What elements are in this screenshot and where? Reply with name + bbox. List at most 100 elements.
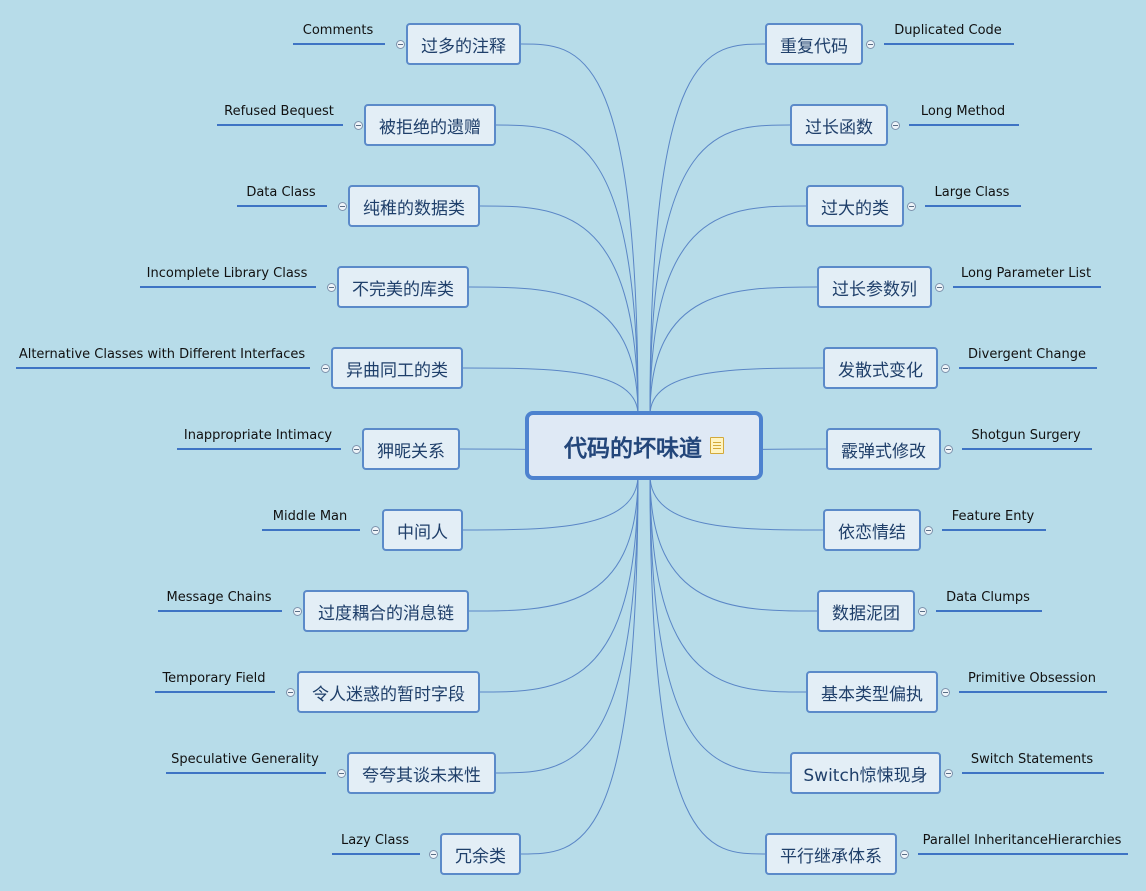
right-subtopic-3[interactable]: Long Parameter List (953, 266, 1099, 282)
left-subtopic-3[interactable]: Incomplete Library Class (140, 266, 314, 282)
subtopic-underline (177, 448, 341, 450)
subtopic-underline (158, 610, 282, 612)
right-subtopic-9[interactable]: Switch Statements (962, 752, 1102, 768)
right-topic-0[interactable]: 重复代码 (765, 23, 863, 65)
left-subtopic-9[interactable]: Speculative Generality (166, 752, 324, 768)
right-topic-1[interactable]: 过长函数 (790, 104, 888, 146)
right-subtopic-0[interactable]: Duplicated Code (884, 23, 1012, 39)
right-topic-7-connector (649, 474, 818, 612)
left-subtopic-8[interactable]: Temporary Field (155, 671, 273, 687)
subtopic-underline (909, 124, 1019, 126)
left-topic-7[interactable]: 过度耦合的消息链 (303, 590, 469, 632)
collapse-toggle-icon[interactable] (891, 121, 900, 130)
left-topic-9[interactable]: 夸夸其谈未来性 (347, 752, 496, 794)
collapse-toggle-icon[interactable] (286, 688, 295, 697)
topic-label: 发散式变化 (838, 360, 923, 381)
collapse-toggle-icon[interactable] (396, 40, 405, 49)
collapse-toggle-icon[interactable] (352, 445, 361, 454)
collapse-toggle-icon[interactable] (293, 607, 302, 616)
right-subtopic-2[interactable]: Large Class (925, 185, 1019, 201)
right-topic-2[interactable]: 过大的类 (806, 185, 904, 227)
collapse-toggle-icon[interactable] (944, 769, 953, 778)
subtopic-underline (332, 853, 420, 855)
left-topic-10[interactable]: 冗余类 (440, 833, 521, 875)
left-topic-0[interactable]: 过多的注释 (406, 23, 521, 65)
collapse-toggle-icon[interactable] (354, 121, 363, 130)
right-subtopic-7[interactable]: Data Clumps (936, 590, 1040, 606)
subtopic-underline (262, 529, 360, 531)
subtopic-underline (959, 691, 1107, 693)
collapse-toggle-icon[interactable] (941, 688, 950, 697)
note-icon[interactable] (710, 437, 724, 454)
left-subtopic-7[interactable]: Message Chains (158, 590, 280, 606)
subtopic-label: Data Class (246, 185, 316, 200)
right-topic-8-connector (649, 474, 807, 693)
right-topic-7[interactable]: 数据泥团 (817, 590, 915, 632)
subtopic-underline (953, 286, 1101, 288)
topic-label: 狎昵关系 (377, 441, 445, 462)
right-subtopic-6[interactable]: Feature Enty (942, 509, 1044, 525)
collapse-toggle-icon[interactable] (327, 283, 336, 292)
collapse-toggle-icon[interactable] (900, 850, 909, 859)
right-subtopic-4[interactable]: Divergent Change (959, 347, 1095, 363)
collapse-toggle-icon[interactable] (371, 526, 380, 535)
left-subtopic-6[interactable]: Middle Man (262, 509, 358, 525)
right-topic-6-connector (649, 474, 824, 531)
right-topic-6[interactable]: 依恋情结 (823, 509, 921, 551)
right-subtopic-1[interactable]: Long Method (909, 104, 1017, 120)
subtopic-label: Temporary Field (162, 671, 266, 686)
left-subtopic-5[interactable]: Inappropriate Intimacy (177, 428, 339, 444)
left-subtopic-2[interactable]: Data Class (237, 185, 325, 201)
subtopic-label: Refused Bequest (224, 104, 334, 119)
topic-label: 霰弹式修改 (841, 441, 926, 462)
collapse-toggle-icon[interactable] (935, 283, 944, 292)
subtopic-underline (140, 286, 316, 288)
subtopic-label: Comments (302, 23, 374, 38)
left-subtopic-0[interactable]: Comments (293, 23, 383, 39)
right-topic-8[interactable]: 基本类型偏执 (806, 671, 938, 713)
topic-label: 过大的类 (821, 198, 889, 219)
subtopic-label: Duplicated Code (894, 23, 1002, 38)
left-subtopic-1[interactable]: Refused Bequest (217, 104, 341, 120)
collapse-toggle-icon[interactable] (429, 850, 438, 859)
right-topic-4[interactable]: 发散式变化 (823, 347, 938, 389)
left-topic-3[interactable]: 不完美的库类 (337, 266, 469, 308)
central-topic[interactable]: 代码的坏味道 (525, 411, 763, 480)
topic-label: 平行继承体系 (780, 846, 882, 867)
left-topic-4[interactable]: 异曲同工的类 (331, 347, 463, 389)
left-topic-6-connector (462, 474, 639, 531)
collapse-toggle-icon[interactable] (321, 364, 330, 373)
subtopic-underline (925, 205, 1021, 207)
right-topic-5[interactable]: 霰弹式修改 (826, 428, 941, 470)
right-topic-10[interactable]: 平行继承体系 (765, 833, 897, 875)
collapse-toggle-icon[interactable] (907, 202, 916, 211)
right-topic-3[interactable]: 过长参数列 (817, 266, 932, 308)
subtopic-label: Large Class (934, 185, 1010, 200)
left-topic-8[interactable]: 令人迷惑的暂时字段 (297, 671, 480, 713)
left-topic-10-connector (520, 474, 639, 855)
collapse-toggle-icon[interactable] (918, 607, 927, 616)
collapse-toggle-icon[interactable] (941, 364, 950, 373)
right-topic-9-connector (649, 474, 791, 774)
collapse-toggle-icon[interactable] (924, 526, 933, 535)
left-topic-2[interactable]: 纯稚的数据类 (348, 185, 480, 227)
collapse-toggle-icon[interactable] (337, 769, 346, 778)
subtopic-underline (962, 448, 1092, 450)
subtopic-label: Middle Man (272, 509, 348, 524)
left-topic-6[interactable]: 中间人 (382, 509, 463, 551)
collapse-toggle-icon[interactable] (338, 202, 347, 211)
right-subtopic-8[interactable]: Primitive Obsession (959, 671, 1105, 687)
collapse-toggle-icon[interactable] (866, 40, 875, 49)
left-subtopic-10[interactable]: Lazy Class (332, 833, 418, 849)
collapse-toggle-icon[interactable] (944, 445, 953, 454)
right-subtopic-10[interactable]: Parallel InheritanceHierarchies (918, 833, 1126, 849)
left-topic-1[interactable]: 被拒绝的遗赠 (364, 104, 496, 146)
left-topic-5[interactable]: 狎昵关系 (362, 428, 460, 470)
right-topic-9[interactable]: Switch惊悚现身 (790, 752, 941, 794)
right-subtopic-5[interactable]: Shotgun Surgery (962, 428, 1090, 444)
subtopic-label: Primitive Obsession (968, 671, 1096, 686)
topic-label: 基本类型偏执 (821, 684, 923, 705)
topic-label: 令人迷惑的暂时字段 (312, 684, 465, 705)
left-subtopic-4[interactable]: Alternative Classes with Different Inter… (16, 347, 308, 363)
topic-label: 纯稚的数据类 (363, 198, 465, 219)
